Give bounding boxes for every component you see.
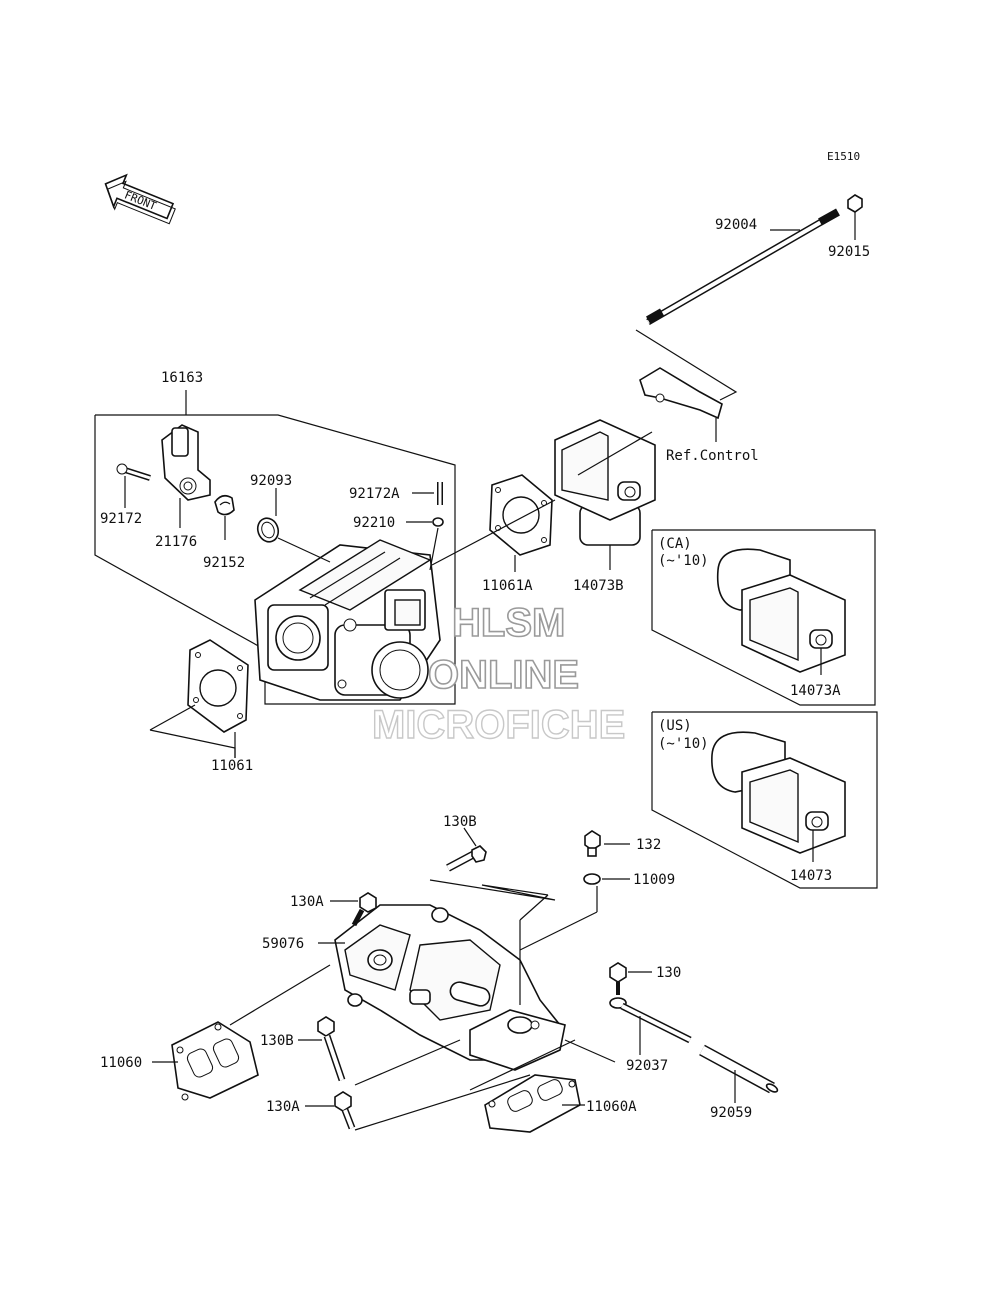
label-92210: 92210	[353, 515, 395, 531]
front-arrow-icon: FRONT	[104, 173, 176, 225]
label-16163: 16163	[161, 370, 203, 386]
clip-92152	[214, 494, 235, 516]
water-housing-14073	[711, 731, 846, 854]
gasket-11061	[187, 639, 249, 733]
bolt-130A-bottom	[334, 1091, 356, 1130]
nut-92015	[847, 194, 863, 213]
washer-11009	[583, 873, 601, 885]
watermark-line3: MICROFICHE	[372, 703, 625, 747]
label-21176: 21176	[155, 534, 197, 550]
label-11009: 11009	[633, 872, 675, 888]
label-130A-bottom: 130A	[266, 1099, 300, 1115]
variant-ca-years: (~'10)	[658, 553, 709, 569]
label-92093: 92093	[250, 473, 292, 489]
label-11061: 11061	[211, 758, 253, 774]
label-132: 132	[636, 837, 661, 853]
watermark-line2: ONLINE	[428, 653, 579, 697]
ref-control-label: Ref.Control	[666, 448, 759, 464]
gasket-11060A	[484, 1074, 581, 1133]
label-14073: 14073	[790, 868, 832, 884]
label-130A-top: 130A	[290, 894, 324, 910]
label-130: 130	[656, 965, 681, 981]
gasket-11061A	[489, 474, 553, 556]
gasket-11060	[171, 1021, 259, 1101]
variant-box-us	[651, 711, 878, 889]
variant-us-years: (~'10)	[658, 736, 709, 752]
label-92037: 92037	[626, 1058, 668, 1074]
intake-manifold	[334, 904, 566, 1071]
rod-92004	[646, 208, 840, 326]
diagram-code: E1510	[827, 150, 860, 163]
label-92015: 92015	[828, 244, 870, 260]
variant-us-region: (US)	[658, 718, 692, 734]
label-11061A: 11061A	[482, 578, 533, 594]
screw-92172	[116, 463, 151, 481]
label-14073B: 14073B	[573, 578, 624, 594]
label-92172A: 92172A	[349, 486, 400, 502]
label-130B-top: 130B	[443, 814, 477, 830]
watermark-line1: HLSM	[452, 601, 565, 645]
bolt-130A-top	[351, 892, 377, 927]
throttle-body	[254, 539, 441, 701]
label-92152: 92152	[203, 555, 245, 571]
washer-92210	[432, 517, 444, 527]
bolt-130B-top	[446, 845, 487, 872]
water-housing-14073A	[716, 548, 846, 673]
throttle-sensor-21176	[161, 424, 211, 501]
hose-92059	[699, 1044, 779, 1094]
label-130B-bottom: 130B	[260, 1033, 294, 1049]
label-92059: 92059	[710, 1105, 752, 1121]
variant-ca-region: (CA)	[658, 536, 692, 552]
leader-130B-top	[463, 827, 477, 847]
label-11060A: 11060A	[586, 1099, 637, 1115]
pipe-92037	[609, 997, 692, 1044]
label-11060: 11060	[100, 1055, 142, 1071]
label-92172: 92172	[100, 511, 142, 527]
label-92004: 92004	[715, 217, 757, 233]
plug-132	[584, 830, 601, 857]
label-14073A: 14073A	[790, 683, 841, 699]
throttle-bracket	[639, 367, 723, 420]
bolt-130	[609, 962, 627, 995]
assembly-frame-16163	[95, 414, 456, 705]
label-59076: 59076	[262, 936, 304, 952]
bolt-130B-bottom	[317, 1016, 346, 1082]
variant-box-ca	[651, 529, 876, 706]
